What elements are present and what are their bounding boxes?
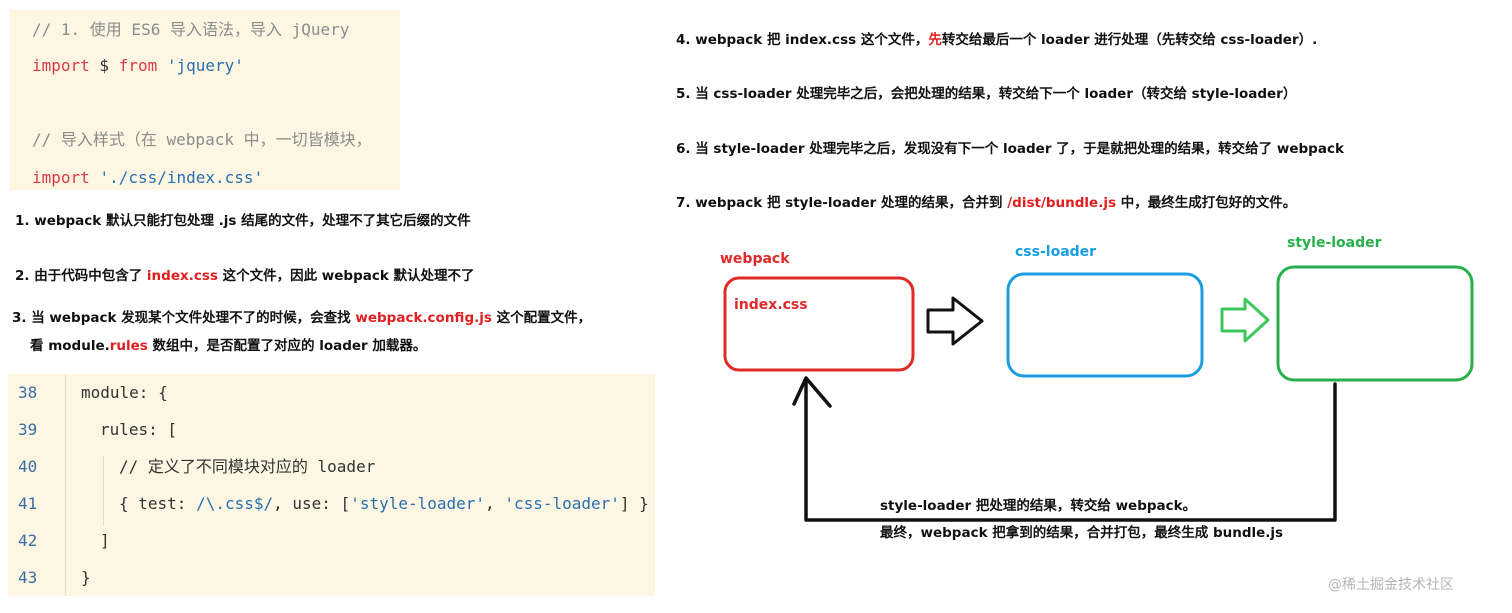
code-block-config: 38 39 40 41 42 43 module: { rules: [ // … [8, 374, 655, 596]
code-text: , use: [ [273, 494, 351, 513]
step-3-continued: 看 module.rules 数组中，是否配置了对应的 loader 加载器。 [30, 337, 426, 355]
step-7: 7. webpack 把 style-loader 处理的结果，合并到 /dis… [676, 194, 1296, 212]
step-1: 1. webpack 默认只能打包处理 .js 结尾的文件，处理不了其它后缀的文… [15, 213, 471, 229]
watermark: @稀土掘金技术社区 [1328, 577, 1454, 593]
step-4: 4. webpack 把 index.css 这个文件，先转交给最后一个 loa… [676, 31, 1317, 49]
css-loader-box [1006, 272, 1204, 378]
step-highlight: /dist/bundle.js [1007, 195, 1116, 211]
arrow-to-style-loader [1220, 297, 1270, 343]
return-caption-line-2: 最终，webpack 把拿到的结果，合并打包，最终生成 bundle.js [880, 525, 1284, 541]
code-regex: /\.css$/ [196, 494, 274, 513]
code-string: 'css-loader' [504, 494, 620, 513]
step-text: 2. 由于代码中包含了 [15, 268, 147, 284]
line-number: 39 [18, 420, 38, 439]
code-string: 'jquery' [166, 56, 244, 75]
code-comment-line: // 导入样式（在 webpack 中，一切皆模块， [32, 130, 372, 149]
step-text: 转交给最后一个 loader 进行处理（先转交给 css-loader）. [941, 32, 1318, 48]
indent-guide [65, 374, 66, 596]
step-text: 7. webpack 把 style-loader 处理的结果，合并到 [676, 195, 1008, 211]
return-path [804, 378, 1337, 522]
code-keyword: import [32, 168, 90, 187]
code-text: , [485, 494, 505, 513]
step-text: 这个文件，因此 webpack 默认处理不了 [217, 268, 475, 284]
line-number: 43 [18, 568, 38, 587]
code-text: { test: [119, 494, 197, 513]
arrow-to-css-loader [926, 296, 984, 346]
line-number: 40 [18, 457, 38, 476]
code-import-css-line: import './css/index.css' [32, 168, 263, 188]
line-number: 38 [18, 383, 38, 402]
step-highlight: webpack.config.js [355, 310, 492, 326]
step-6: 6. 当 style-loader 处理完毕之后，发现没有下一个 loader … [676, 141, 1344, 157]
code-keyword: import [32, 56, 90, 75]
code-line-42: ] [100, 531, 110, 550]
code-text: $ [89, 56, 119, 75]
step-5: 5. 当 css-loader 处理完毕之后，会把处理的结果，转交给下一个 lo… [676, 86, 1297, 102]
step-text: 中，最终生成打包好的文件。 [1116, 195, 1297, 211]
webpack-box [723, 276, 915, 372]
line-number: 41 [18, 494, 38, 513]
indent-guide [103, 456, 104, 526]
code-string: './css/index.css' [99, 168, 264, 187]
step-text: 这个配置文件， [491, 310, 592, 326]
code-line-39: rules: [ [100, 420, 178, 439]
code-comment-line: // 1. 使用 ES6 导入语法，导入 jQuery [32, 20, 350, 39]
step-2: 2. 由于代码中包含了 index.css 这个文件，因此 webpack 默认… [15, 267, 475, 285]
step-highlight: 先 [928, 32, 942, 48]
style-loader-label: style-loader [1287, 235, 1382, 251]
step-text: 数组中，是否配置了对应的 loader 加载器。 [147, 338, 427, 354]
step-text: 3. 当 webpack 发现某个文件处理不了的时候，会查找 [12, 310, 356, 326]
return-caption-line-1: style-loader 把处理的结果，转交给 webpack。 [880, 498, 1197, 514]
code-line-38: module: { [81, 383, 168, 402]
return-arrowhead [792, 376, 832, 408]
line-number: 42 [18, 531, 38, 550]
step-highlight: index.css [146, 268, 218, 284]
step-text: 看 module. [30, 338, 110, 354]
webpack-label: webpack [720, 251, 790, 267]
code-string: 'style-loader' [350, 494, 486, 513]
code-keyword: from [118, 56, 158, 75]
code-line-43: } [81, 568, 91, 587]
code-text: ] } [619, 494, 649, 513]
index-css-label: index.css [734, 297, 808, 313]
step-text: 4. webpack 把 index.css 这个文件， [676, 32, 929, 48]
style-loader-box [1276, 265, 1474, 382]
code-line-41: { test: /\.css$/, use: ['style-loader', … [119, 494, 649, 514]
step-highlight: rules [109, 338, 148, 354]
step-3: 3. 当 webpack 发现某个文件处理不了的时候，会查找 webpack.c… [12, 309, 591, 327]
code-line-40: // 定义了不同模块对应的 loader [119, 457, 376, 476]
code-import-jquery-line: import $ from 'jquery' [32, 56, 244, 76]
code-block-import: // 1. 使用 ES6 导入语法，导入 jQuery import $ fro… [10, 10, 400, 190]
css-loader-label: css-loader [1015, 244, 1097, 260]
